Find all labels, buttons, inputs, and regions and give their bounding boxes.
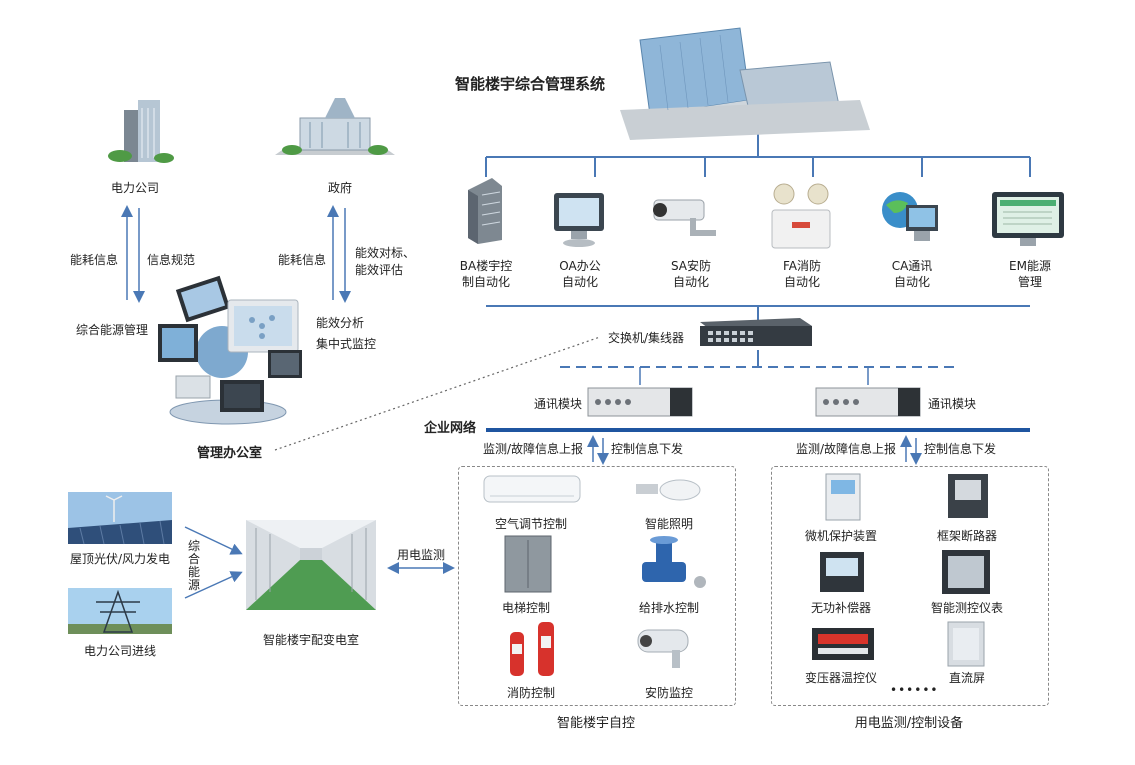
cctv-camera-icon: [653, 199, 716, 236]
government-building-icon: [275, 98, 395, 155]
device-ellipsis: ••••••: [890, 683, 939, 697]
device-item-compensator: 无功补偿器: [810, 601, 871, 615]
subsystem-label-ba: BA楼宇控 制自动化: [446, 258, 526, 290]
subsystem-ca-line2: 自动化: [893, 275, 930, 289]
water-valve-icon: [642, 536, 706, 588]
subsystem-fa-line2: 自动化: [783, 275, 820, 289]
subsystem-sa-line2: 自动化: [672, 275, 709, 289]
rooftop-pv-label: 屋顶光伏/风力发电: [70, 552, 171, 566]
dc-panel-icon: [947, 621, 985, 667]
energy-info-left: 能耗信息: [70, 253, 119, 267]
subsystem-label-em: EM能源 管理: [990, 258, 1070, 290]
smart-meter-icon: [942, 550, 990, 594]
subsystem-ba-line2: 制自动化: [461, 275, 510, 289]
air-conditioner-icon: [483, 475, 581, 503]
device-item-meter: 智能测控仪表: [930, 601, 1003, 615]
energy-info-right: 能耗信息: [278, 253, 327, 267]
rooftop-pv-image: [68, 492, 172, 545]
office-room-label: 管理办公室: [197, 446, 263, 461]
subsystem-oa-line1: OA办公: [559, 259, 601, 273]
auto-item-elevator: 电梯控制: [501, 601, 550, 615]
power-line-tower-image: [68, 588, 172, 634]
subsystem-em-line2: 管理: [1017, 275, 1042, 289]
system-title: 智能楼宇综合管理系统: [455, 75, 606, 93]
integrated-energy-source-label: 综合能源: [188, 539, 201, 592]
control-label-right: 控制信息下发: [924, 442, 997, 456]
subsystem-sa-line1: SA安防: [670, 259, 712, 273]
subsystem-label-fa: FA消防 自动化: [762, 258, 842, 290]
subsystem-fa-line1: FA消防: [782, 259, 821, 273]
device-item-breaker: 框架断路器: [936, 529, 997, 543]
comm-module-label-left: 通讯模块: [534, 397, 583, 411]
device-group-box: [771, 466, 1049, 706]
light-bulb-icon: [636, 479, 701, 501]
efficiency-benchmark-label: 能效对标、: [355, 246, 416, 260]
control-label-left: 控制信息下发: [611, 442, 684, 456]
report-label-left: 监测/故障信息上报: [483, 442, 584, 456]
substation-label: 智能楼宇配变电室: [263, 633, 360, 647]
auto-item-security: 安防监控: [644, 686, 693, 700]
enterprise-network-label: 企业网络: [424, 421, 477, 436]
power-monitor-label: 用电监测: [397, 548, 446, 562]
device-item-dc-panel: 直流屏: [948, 671, 985, 685]
report-label-right: 监测/故障信息上报: [796, 442, 897, 456]
info-regulation-label: 信息规范: [147, 253, 196, 267]
subsystem-label-sa: SA安防 自动化: [651, 258, 731, 290]
device-group-title: 用电监测/控制设备: [854, 716, 964, 731]
circuit-breaker-icon: [948, 474, 988, 518]
subsystem-label-oa: OA办公 自动化: [540, 258, 620, 290]
power-company-building-icon: [108, 100, 174, 163]
device-item-temp-controller: 变压器温控仪: [804, 671, 877, 685]
protection-relay-icon: [825, 473, 861, 521]
fire-extinguisher-icon: [510, 622, 554, 676]
temperature-controller-icon: [812, 628, 874, 660]
globe-network-icon: [882, 192, 938, 241]
computer-monitor-icon: [554, 193, 604, 247]
efficiency-eval-label: 能效评估: [355, 263, 404, 277]
security-camera-icon: [637, 629, 689, 668]
substation-room-image: [246, 520, 376, 610]
comm-module-label-right: 通讯模块: [928, 397, 977, 411]
reactive-compensator-icon: [820, 552, 864, 592]
government-label: 政府: [327, 181, 352, 195]
network-switch-icon: [700, 318, 812, 346]
power-company-label: 电力公司: [110, 181, 159, 195]
auto-item-fire: 消防控制: [506, 686, 555, 700]
subsystem-ca-line1: CA通讯: [891, 259, 933, 273]
auto-item-water: 给排水控制: [638, 601, 699, 615]
auto-control-group-title: 智能楼宇自控: [556, 716, 635, 731]
energy-monitor-icon: [992, 192, 1064, 246]
comm-module-icon-left: [587, 387, 693, 417]
auto-item-lighting: 智能照明: [644, 517, 693, 531]
subsystem-em-line1: EM能源: [1009, 259, 1051, 273]
power-inlet-label: 电力公司进线: [84, 644, 157, 658]
efficiency-analysis-label: 能效分析: [316, 316, 365, 330]
tower-building-icon: [468, 178, 502, 244]
auto-item-air-conditioning: 空气调节控制: [494, 517, 567, 531]
centralized-monitor-label: 集中式监控: [316, 337, 377, 351]
subsystem-oa-line2: 自动化: [561, 275, 598, 289]
subsystem-label-ca: CA通讯 自动化: [872, 258, 952, 290]
switch-label: 交换机/集线器: [608, 331, 685, 345]
subsystem-ba-line1: BA楼宇控: [459, 259, 513, 273]
comm-module-icon-right: [815, 387, 921, 417]
device-item-relay: 微机保护装置: [804, 529, 877, 543]
elevator-icon: [504, 535, 552, 593]
auto-control-group-box: [458, 466, 736, 706]
emergency-light-icon: [771, 183, 831, 249]
integrated-energy-label: 综合能源管理: [76, 323, 149, 337]
